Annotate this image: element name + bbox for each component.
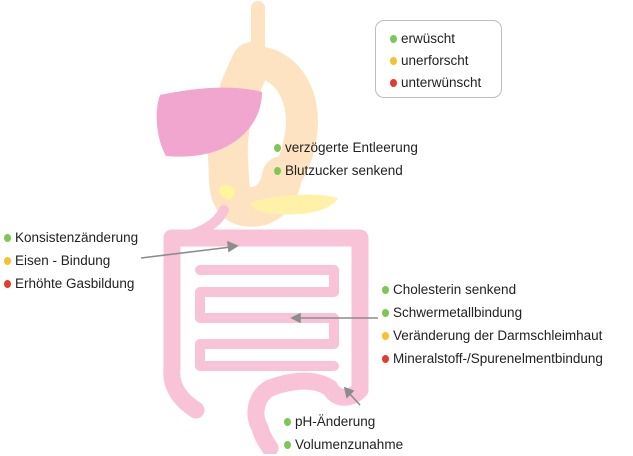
annotation-item: Volumenzunahme: [284, 433, 403, 456]
small-intestine-annotations: Cholesterin senkend Schwermetallbindung …: [382, 278, 603, 370]
green-dot-icon: [382, 286, 389, 294]
green-dot-icon: [382, 309, 389, 317]
stomach-annotations: verzögerte Entleerung Blutzucker senkend: [274, 136, 418, 182]
annotation-item: Mineralstoff-/Spurenelmentbindung: [382, 347, 603, 370]
green-dot-icon: [284, 441, 291, 449]
annotation-label: verzögerte Entleerung: [285, 136, 418, 159]
green-dot-icon: [284, 418, 291, 426]
annotation-item: Blutzucker senkend: [274, 159, 418, 182]
red-dot-icon: [4, 280, 11, 288]
green-dot-icon: [4, 234, 11, 242]
red-dot-icon: [390, 79, 397, 87]
legend-item-unexplored: unerforscht: [390, 50, 501, 72]
annotation-label: Eisen - Bindung: [15, 249, 110, 272]
annotation-item: Cholesterin senkend: [382, 278, 603, 301]
annotation-label: Cholesterin senkend: [393, 278, 516, 301]
annotation-label: pH-Änderung: [295, 410, 375, 433]
upper-intestine-annotations: Konsistenzänderung Eisen - Bindung Erhöh…: [4, 226, 138, 295]
annotation-label: Blutzucker senkend: [285, 159, 403, 182]
annotation-item: pH-Änderung: [284, 410, 403, 433]
annotation-item: Eisen - Bindung: [4, 249, 138, 272]
annotation-item: Erhöhte Gasbildung: [4, 272, 138, 295]
annotation-label: Veränderung der Darmschleimhaut: [393, 324, 602, 347]
annotation-item: Veränderung der Darmschleimhaut: [382, 324, 603, 347]
annotation-item: Konsistenzänderung: [4, 226, 138, 249]
yellow-dot-icon: [390, 57, 397, 65]
annotation-item: verzögerte Entleerung: [274, 136, 418, 159]
legend-label: unerforscht: [401, 50, 469, 72]
annotation-label: Erhöhte Gasbildung: [15, 272, 134, 295]
green-dot-icon: [274, 167, 281, 175]
legend-item-desired: erwüscht: [390, 28, 501, 50]
colon-annotations: pH-Änderung Volumenzunahme: [284, 410, 403, 456]
annotation-label: Konsistenzänderung: [15, 226, 138, 249]
legend-item-undesired: unterwünscht: [390, 72, 501, 94]
annotation-label: Schwermetallbindung: [393, 301, 522, 324]
yellow-dot-icon: [4, 257, 11, 265]
legend-box: erwüscht unerforscht unterwünscht: [375, 20, 502, 98]
annotation-label: Volumenzunahme: [295, 433, 403, 456]
red-dot-icon: [382, 355, 389, 363]
legend-label: unterwünscht: [401, 72, 481, 94]
annotation-item: Schwermetallbindung: [382, 301, 603, 324]
green-dot-icon: [390, 35, 397, 43]
yellow-dot-icon: [382, 332, 389, 340]
green-dot-icon: [274, 144, 281, 152]
annotation-label: Mineralstoff-/Spurenelmentbindung: [393, 347, 603, 370]
legend-label: erwüscht: [401, 28, 455, 50]
